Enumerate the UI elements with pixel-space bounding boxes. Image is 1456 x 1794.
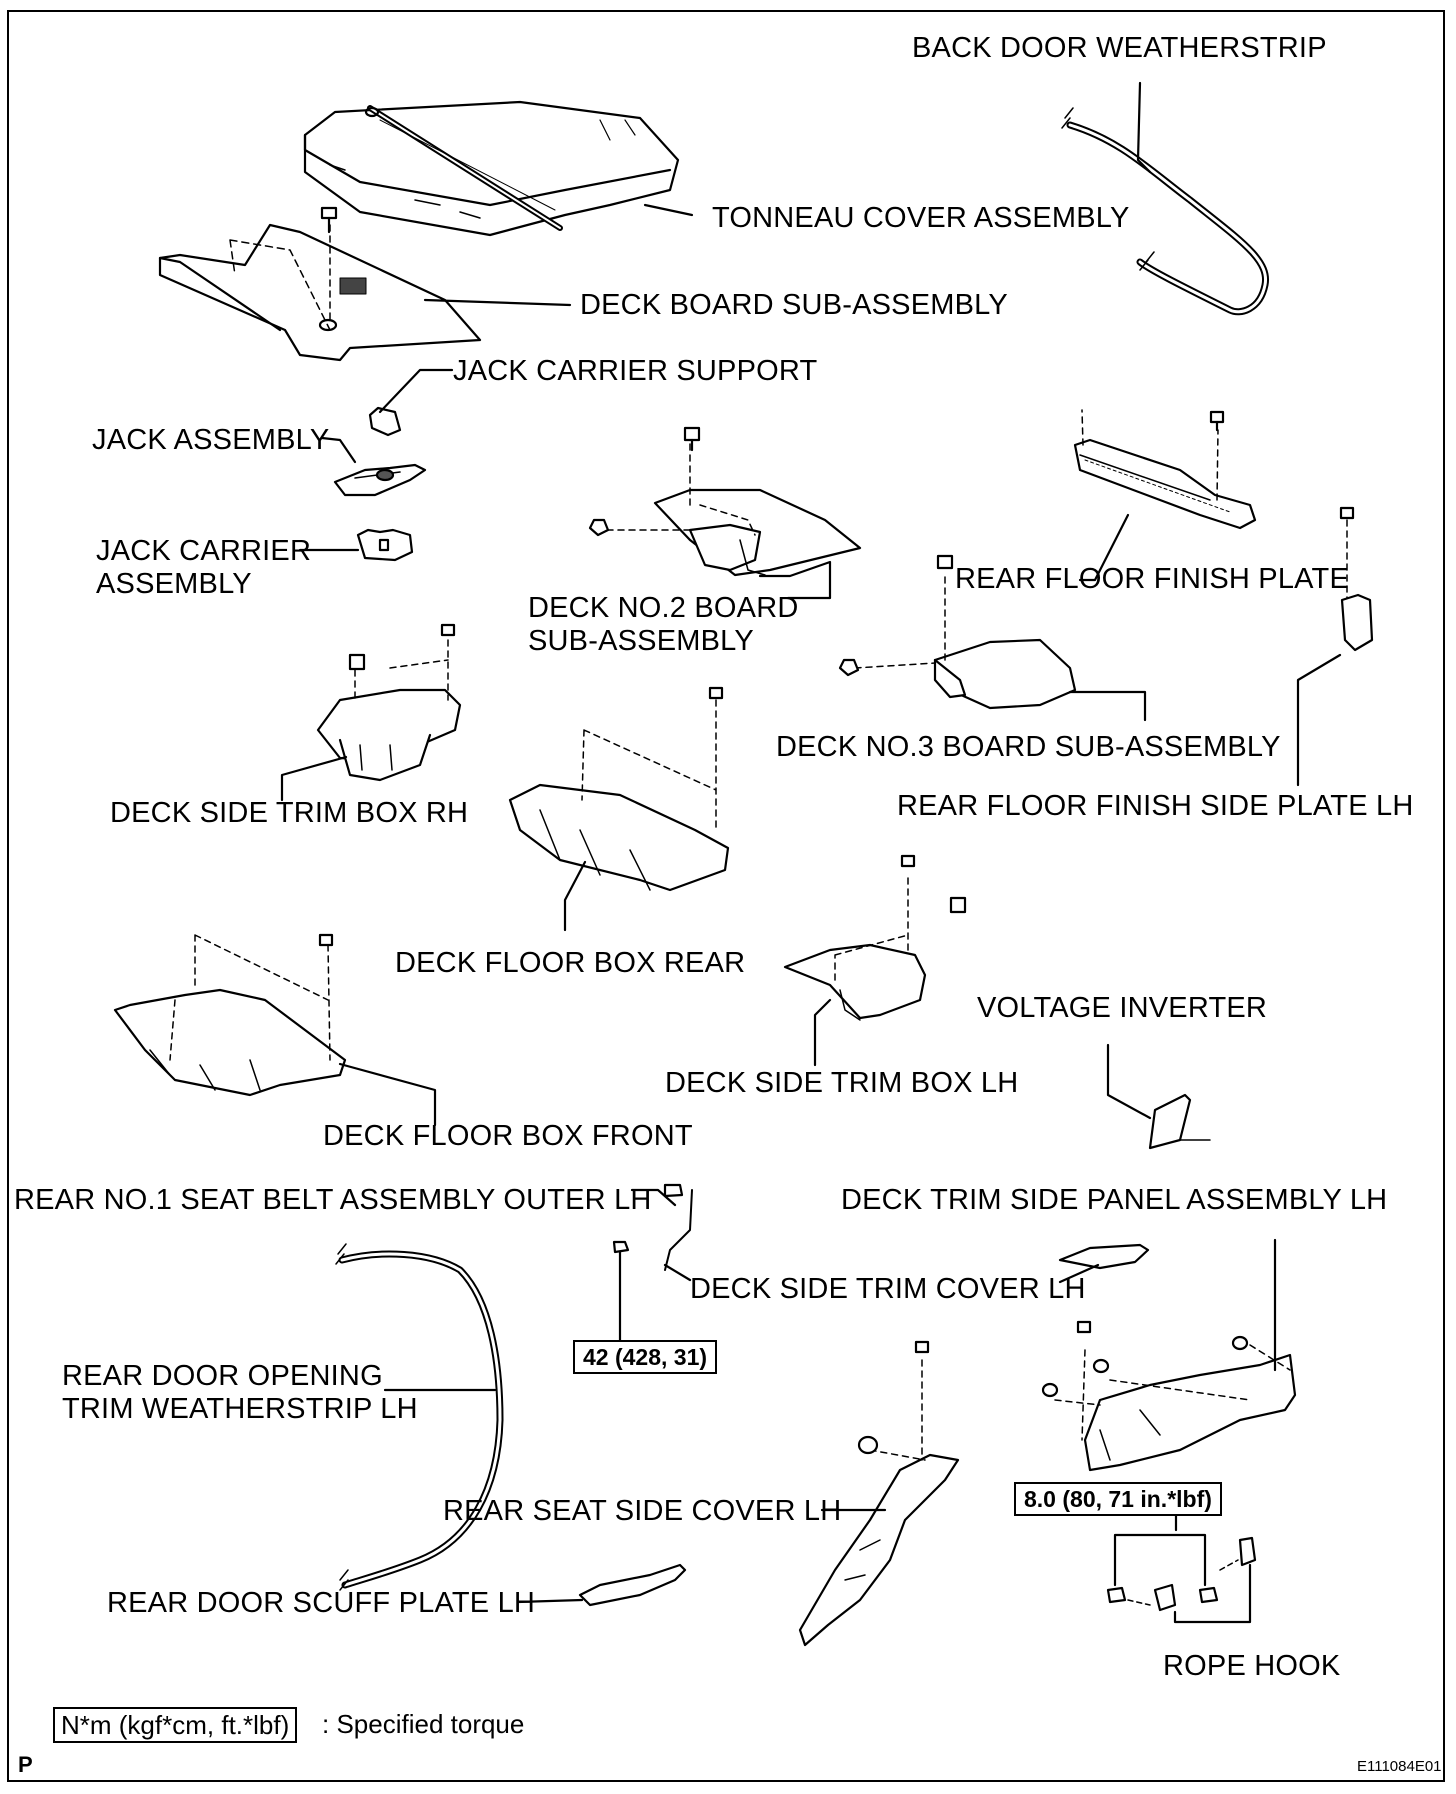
torque-rope-hook-bolt: 8.0 (80, 71 in.*lbf) bbox=[1014, 1482, 1222, 1516]
label-rear-door-scuff-plate: REAR DOOR SCUFF PLATE LH bbox=[107, 1587, 536, 1619]
leader-scuff-plate bbox=[516, 1598, 584, 1604]
label-jack-assembly: JACK ASSEMBLY bbox=[92, 424, 330, 456]
rear-door-opening-weatherstrip-drawing bbox=[335, 1243, 504, 1591]
leader-voltage-inverter bbox=[1106, 1043, 1152, 1120]
label-back-door-weatherstrip: BACK DOOR WEATHERSTRIP bbox=[912, 32, 1327, 64]
jack-carrier-support-drawing bbox=[368, 406, 402, 437]
label-jack-carrier-assembly: JACK CARRIER ASSEMBLY bbox=[96, 535, 312, 600]
leader-deck-no2 bbox=[758, 560, 832, 600]
diagram-frame bbox=[7, 10, 1445, 1782]
label-voltage-inverter: VOLTAGE INVERTER bbox=[977, 992, 1268, 1024]
seat-belt-drawing bbox=[612, 1183, 693, 1271]
jack-assembly-drawing bbox=[333, 463, 427, 497]
leader-side-trim-cover bbox=[663, 1263, 692, 1282]
label-deck-floor-box-front: DECK FLOOR BOX FRONT bbox=[323, 1120, 693, 1152]
leader-rope-hook bbox=[1173, 1563, 1252, 1624]
label-deck-side-trim-box-rh: DECK SIDE TRIM BOX RH bbox=[110, 797, 469, 829]
leader-back-door bbox=[1136, 81, 1152, 174]
rope-hook-drawing bbox=[1106, 1536, 1257, 1612]
label-deck-side-trim-cover: DECK SIDE TRIM COVER LH bbox=[690, 1273, 1086, 1305]
torque-seat-belt-bolt: 42 (428, 31) bbox=[573, 1340, 718, 1374]
leader-trim-cover bbox=[1058, 1263, 1100, 1284]
label-deck-side-trim-box-lh: DECK SIDE TRIM BOX LH bbox=[665, 1067, 1019, 1099]
label-rear-seat-belt: REAR NO.1 SEAT BELT ASSEMBLY OUTER LH bbox=[14, 1184, 652, 1216]
leader-torque-rope bbox=[1113, 1510, 1207, 1587]
rear-seat-side-cover-drawing bbox=[798, 1340, 960, 1647]
label-jack-carrier-support: JACK CARRIER SUPPORT bbox=[453, 355, 818, 387]
leader-deck-no3 bbox=[1068, 690, 1147, 722]
leader-jack-carrier-support bbox=[378, 368, 454, 414]
corner-letter: P bbox=[18, 1752, 33, 1777]
voltage-inverter-drawing bbox=[1148, 1093, 1211, 1150]
rear-floor-finish-plate-drawing bbox=[1073, 409, 1257, 530]
rear-floor-finish-side-plate-drawing bbox=[1339, 506, 1374, 652]
legend-torque-text: : Specified torque bbox=[322, 1709, 525, 1739]
leader-jack-assembly bbox=[320, 436, 357, 464]
deck-trim-side-panel-drawing bbox=[1041, 1320, 1297, 1472]
label-rear-door-opening-trim: REAR DOOR OPENING TRIM WEATHERSTRIP LH bbox=[62, 1360, 418, 1425]
deck-floor-box-rear-drawing bbox=[508, 686, 730, 892]
back-door-weatherstrip-drawing bbox=[1061, 107, 1270, 316]
deck-no3-board-drawing bbox=[838, 554, 1077, 710]
label-deck-no2-board: DECK NO.2 BOARD SUB-ASSEMBLY bbox=[528, 592, 799, 657]
label-rear-floor-finish-side-plate: REAR FLOOR FINISH SIDE PLATE LH bbox=[897, 790, 1414, 822]
deck-floor-box-front-drawing bbox=[113, 933, 347, 1097]
deck-board-drawing bbox=[158, 206, 482, 362]
figure-code: E111084E01 bbox=[1357, 1758, 1442, 1775]
leader-tonneau bbox=[643, 203, 694, 217]
label-deck-floor-box-rear: DECK FLOOR BOX REAR bbox=[395, 947, 746, 979]
label-deck-trim-side-panel: DECK TRIM SIDE PANEL ASSEMBLY LH bbox=[841, 1184, 1388, 1216]
label-rear-floor-finish-plate: REAR FLOOR FINISH PLATE bbox=[955, 563, 1350, 595]
leader-deck-side-lh bbox=[813, 998, 832, 1067]
label-rear-seat-side-cover: REAR SEAT SIDE COVER LH bbox=[443, 1495, 842, 1527]
deck-side-trim-cover-drawing bbox=[1058, 1243, 1150, 1270]
legend-torque-unit: N*m (kgf*cm, ft.*lbf) bbox=[53, 1707, 298, 1743]
leader-deck-side-rh bbox=[280, 755, 348, 802]
tonneau-cover-drawing bbox=[303, 100, 680, 237]
leader-seatbelt bbox=[630, 1188, 677, 1207]
deck-no2-board-drawing bbox=[588, 426, 862, 577]
label-tonneau-cover: TONNEAU COVER ASSEMBLY bbox=[712, 202, 1130, 234]
deck-side-trim-box-lh-drawing bbox=[783, 854, 967, 1021]
leader-rear-floor-finish bbox=[1078, 513, 1130, 582]
label-deck-no3-board: DECK NO.3 BOARD SUB-ASSEMBLY bbox=[776, 731, 1281, 763]
leader-deck-floor-front bbox=[338, 1062, 437, 1127]
rear-door-scuff-plate-drawing bbox=[578, 1563, 687, 1607]
leader-rear-floor-side bbox=[1296, 653, 1342, 787]
label-rope-hook: ROPE HOOK bbox=[1163, 1650, 1341, 1682]
deck-side-trim-box-rh-drawing bbox=[316, 623, 462, 782]
leader-deck-board bbox=[423, 298, 572, 307]
leader-deck-floor-rear bbox=[563, 860, 587, 932]
jack-carrier-assembly-drawing bbox=[356, 528, 414, 562]
label-deck-board: DECK BOARD SUB-ASSEMBLY bbox=[580, 289, 1008, 321]
